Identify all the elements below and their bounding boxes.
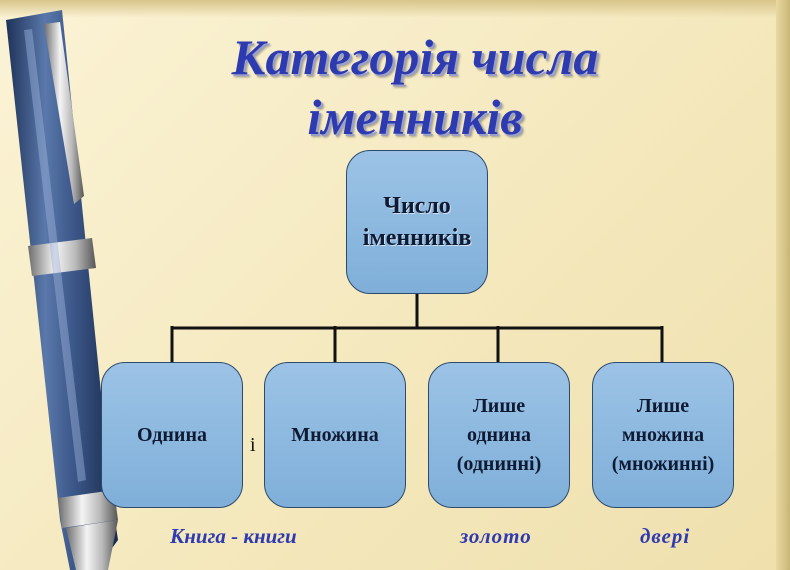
example-singular-only: золото — [460, 524, 532, 548]
node-plural-line-1: Множина — [291, 423, 379, 446]
root-node-line-2: іменників — [362, 225, 472, 251]
node-singular-only-line-3: (однинні) — [456, 452, 542, 475]
node-plural-only-line-3: (множинні) — [611, 452, 715, 475]
pen-icon — [6, 10, 118, 570]
node-singular: Однина — [101, 362, 243, 508]
root-node-line-1: Число — [383, 193, 451, 219]
node-plural-only-line-2: множина — [621, 423, 705, 446]
node-plural-only: Лише множина (множинні) — [592, 362, 734, 508]
title-line-1: Категорія числа — [231, 29, 599, 85]
node-plural: Множина — [264, 362, 406, 508]
example-plural-only: двері — [640, 524, 691, 548]
node-singular-line-1: Однина — [137, 423, 207, 446]
title-line-2: іменників — [307, 89, 523, 145]
conjunction-label: і — [250, 434, 256, 456]
root-node: Число іменників — [346, 150, 488, 294]
node-singular-only-line-1: Лише — [472, 394, 526, 417]
node-singular-only: Лише однина (однинні) — [428, 362, 570, 508]
node-plural-only-line-1: Лише — [636, 394, 690, 417]
slide-frame-right — [776, 0, 790, 570]
node-singular-only-line-2: однина — [466, 423, 532, 446]
example-singular-plural: Книга - книги — [170, 524, 297, 548]
slide-frame-top — [0, 0, 790, 18]
